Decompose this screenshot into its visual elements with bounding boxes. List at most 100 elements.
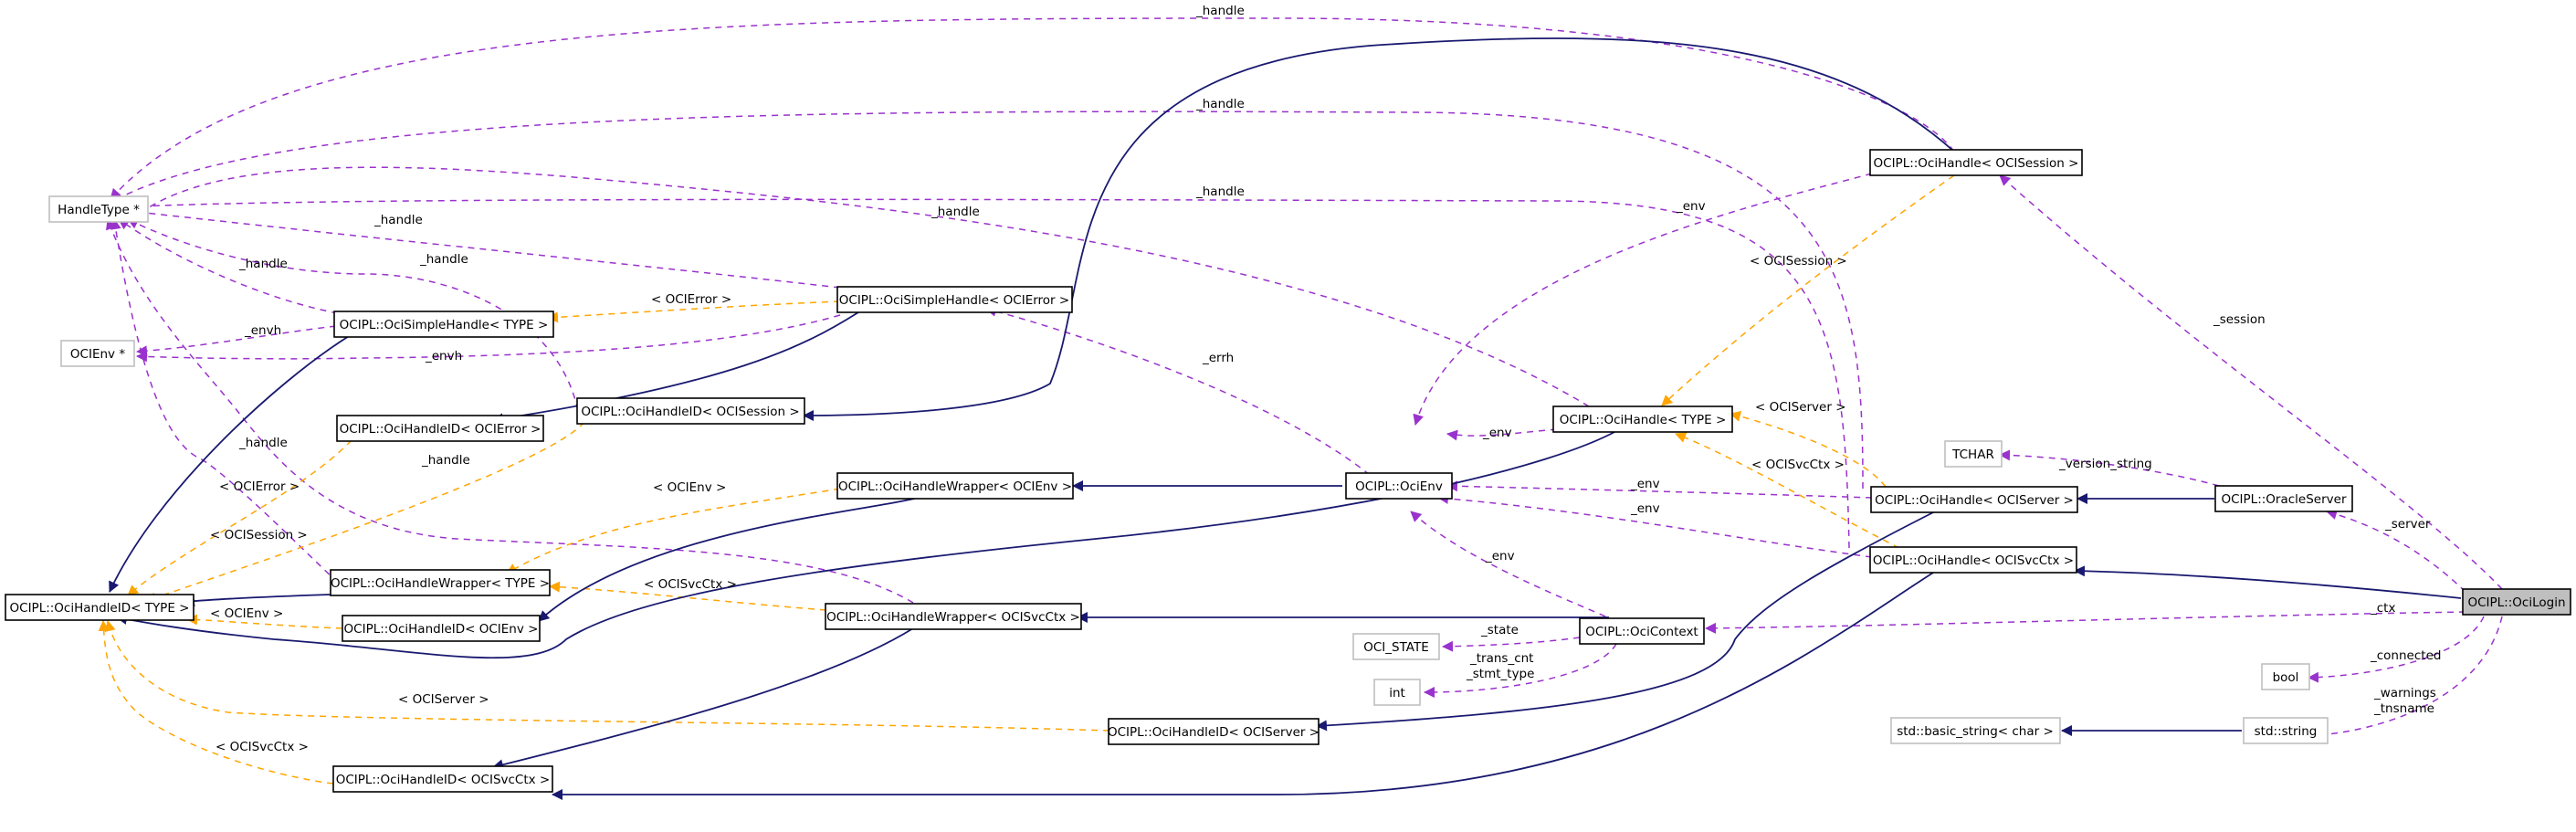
- edge-tmpl-ocihandleid-ocienv: [186, 614, 343, 629]
- edge-inherit-ocihandlewrapper-type: [184, 594, 331, 607]
- edge-server: [2326, 509, 2466, 593]
- edge-label-handle: _handle: [373, 213, 423, 227]
- edge-label-handle: _handle: [238, 436, 288, 450]
- edge-label-handle: _handle: [1195, 97, 1245, 111]
- edge-inherit-ocihandle-ocisession: [803, 37, 1955, 421]
- node-ocihandlewrapper-ocienv[interactable]: OCIPL::OciHandleWrapper< OCIEnv >: [836, 472, 1074, 500]
- node-label: OCIPL::OciHandleWrapper< OCISvcCtx >: [826, 610, 1080, 625]
- node-ocihandleid-ocierror[interactable]: OCIPL::OciHandleID< OCIError >: [336, 415, 544, 442]
- node-int[interactable]: int: [1373, 679, 1421, 706]
- edge-label-handle: _handle: [421, 453, 470, 468]
- node-label: OCIPL::OciContext: [1585, 625, 1698, 639]
- node-ocilogin[interactable]: OCIPL::OciLogin: [2462, 588, 2571, 616]
- node-ocihandlewrapper-ocisvcctx[interactable]: OCIPL::OciHandleWrapper< OCISvcCtx >: [825, 603, 1082, 630]
- node-ocihandle-type[interactable]: OCIPL::OciHandle< TYPE >: [1552, 405, 1733, 433]
- edge-label-template: < OCIError >: [219, 479, 300, 494]
- node-label: OCIPL::OciLogin: [2467, 595, 2565, 610]
- node-oci-state[interactable]: OCI_STATE: [1352, 633, 1440, 660]
- edge-session: [1999, 174, 2503, 590]
- edge-inherit-ocihandle-ociserver: [1316, 503, 1950, 732]
- edge-label-connected: _connected: [2370, 648, 2441, 663]
- node-label: OCIEnv *: [70, 347, 125, 362]
- edge-label-handle: _handle: [931, 205, 980, 219]
- edge-tmpl-ocihandle-ociserver: [1730, 410, 1887, 488]
- node-bool[interactable]: bool: [2261, 663, 2310, 690]
- node-label: int: [1389, 686, 1405, 700]
- edge-label-trans-cnt: _trans_cnt: [1469, 651, 1533, 666]
- edge-envh-ocisimplehandle-type: [136, 325, 337, 357]
- edge-label-errh: _errh: [1202, 351, 1234, 365]
- edge-handle-ocihandle-type: [136, 166, 1590, 407]
- edge-tmpl-ocihandle-ocisvcctx: [1675, 432, 1900, 549]
- nodes: HandleType * OCIEnv * OCIPL::OciHandleID…: [5, 149, 2571, 793]
- edge-warnings: [2308, 616, 2503, 742]
- node-label: OCIPL::OciEnv: [1355, 479, 1443, 494]
- edge-label-tnsname: _tnsname: [2373, 701, 2434, 716]
- edge-label-env: _env: [1630, 477, 1660, 491]
- node-ocienv-ptr[interactable]: OCIEnv *: [60, 340, 135, 367]
- edge-handle-ocihandle-ocisession: [110, 17, 1955, 200]
- node-oracleserver[interactable]: OCIPL::OracleServer: [2214, 485, 2353, 512]
- node-label: OCIPL::OciHandleWrapper< OCIEnv >: [838, 479, 1072, 494]
- edge-handle-ocisimplehandle-ocierror: [136, 207, 841, 289]
- node-ocihandleid-type[interactable]: OCIPL::OciHandleID< TYPE >: [5, 594, 195, 621]
- edge-envh-ocisimplehandle-ocierror: [136, 314, 841, 363]
- node-ocihandle-ocisession[interactable]: OCIPL::OciHandle< OCISession >: [1869, 149, 2083, 176]
- edge-label-session: _session: [2213, 312, 2266, 327]
- edge-inherit-ocilogin: [2074, 565, 2462, 599]
- node-label: OCIPL::OciHandleID< OCISession >: [581, 405, 799, 419]
- node-ocihandlewrapper-type[interactable]: OCIPL::OciHandleWrapper< TYPE >: [330, 569, 551, 596]
- edge-inherit-ocihandlewrapper-ocienv-id: [538, 497, 919, 622]
- edge-label-template: < OCIError >: [651, 292, 731, 307]
- node-label: OCIPL::OciHandle< OCIServer >: [1875, 493, 2074, 508]
- edge-label-template: < OCIServer >: [398, 692, 489, 707]
- node-ocihandleid-ocienv[interactable]: OCIPL::OciHandleID< OCIEnv >: [342, 615, 541, 642]
- node-std-string[interactable]: std::string: [2243, 717, 2329, 744]
- edge-state: [1442, 637, 1581, 652]
- edge-handle-ocihandleid-ocisession: [127, 218, 581, 423]
- edge-tmpl-ocihandleid-ociserver: [104, 620, 1110, 732]
- edge-tmpl-ocihandle-ocisession: [1661, 174, 1955, 406]
- edge-label-envh: _envh: [425, 349, 462, 363]
- edge-env-ocihandle-type: [1446, 428, 1558, 441]
- edge-label-version-string: _version_string: [2058, 457, 2152, 471]
- node-ocienv[interactable]: OCIPL::OciEnv: [1345, 472, 1453, 500]
- node-label: HandleType *: [58, 203, 140, 217]
- edge-tmpl-ocihandleid-ocierror: [127, 439, 352, 596]
- node-label: OCIPL::OciSimpleHandle< OCIError >: [839, 293, 1069, 308]
- node-handletype[interactable]: HandleType *: [48, 195, 149, 223]
- node-label: OCIPL::OracleServer: [2222, 492, 2347, 507]
- inheritance-edges: [109, 37, 2462, 800]
- edge-tmpl-ocihandleid-ocisvcctx: [98, 620, 334, 785]
- node-ocihandle-ociserver[interactable]: OCIPL::OciHandle< OCIServer >: [1870, 486, 2078, 513]
- node-tchar[interactable]: TCHAR: [1944, 440, 2003, 468]
- node-label: OCIPL::OciHandle< OCISession >: [1874, 156, 2079, 171]
- node-ocihandleid-ocisession[interactable]: OCIPL::OciHandleID< OCISession >: [576, 397, 805, 425]
- node-label: OCIPL::OciHandleID< TYPE >: [10, 601, 190, 616]
- node-std-basic-string[interactable]: std::basic_string< char >: [1890, 717, 2061, 744]
- edge-ctx: [1705, 611, 2466, 634]
- node-label: OCIPL::OciSimpleHandle< TYPE >: [340, 318, 549, 332]
- edge-inherit-ocihandlewrapper-ocisvcctx-id: [492, 627, 914, 771]
- edge-handle-ocihandle-ociserver: [110, 111, 1864, 490]
- edge-label-handle: _handle: [238, 257, 288, 271]
- edge-label-template: < OCIEnv >: [210, 606, 283, 621]
- edge-label-envh: _envh: [244, 323, 281, 338]
- edge-inherit-ocisimplehandle-type: [109, 335, 350, 593]
- node-ocisimplehandle-type[interactable]: OCIPL::OciSimpleHandle< TYPE >: [333, 311, 554, 338]
- node-ocicontext[interactable]: OCIPL::OciContext: [1579, 617, 1705, 645]
- node-ocihandle-ocisvcctx[interactable]: OCIPL::OciHandle< OCISvcCtx >: [1869, 546, 2077, 574]
- node-label: OCIPL::OciHandle< TYPE >: [1560, 413, 1727, 427]
- edge-env-ocihandle-ocisession: [1413, 173, 1873, 426]
- node-label: bool: [2273, 670, 2299, 685]
- node-label: OCI_STATE: [1363, 640, 1429, 655]
- node-ocisimplehandle-ocierror[interactable]: OCIPL::OciSimpleHandle< OCIError >: [836, 286, 1073, 313]
- node-ocihandleid-ocisvcctx[interactable]: OCIPL::OciHandleID< OCISvcCtx >: [332, 765, 553, 793]
- edge-errh: [985, 306, 1371, 476]
- node-ocihandleid-ociserver[interactable]: OCIPL::OciHandleID< OCIServer >: [1108, 718, 1320, 745]
- edge-label-template: < OCISession >: [1750, 254, 1847, 269]
- edge-label-warnings: _warnings: [2373, 686, 2436, 700]
- node-label: TCHAR: [1951, 448, 1994, 462]
- edge-connected: [2308, 616, 2485, 683]
